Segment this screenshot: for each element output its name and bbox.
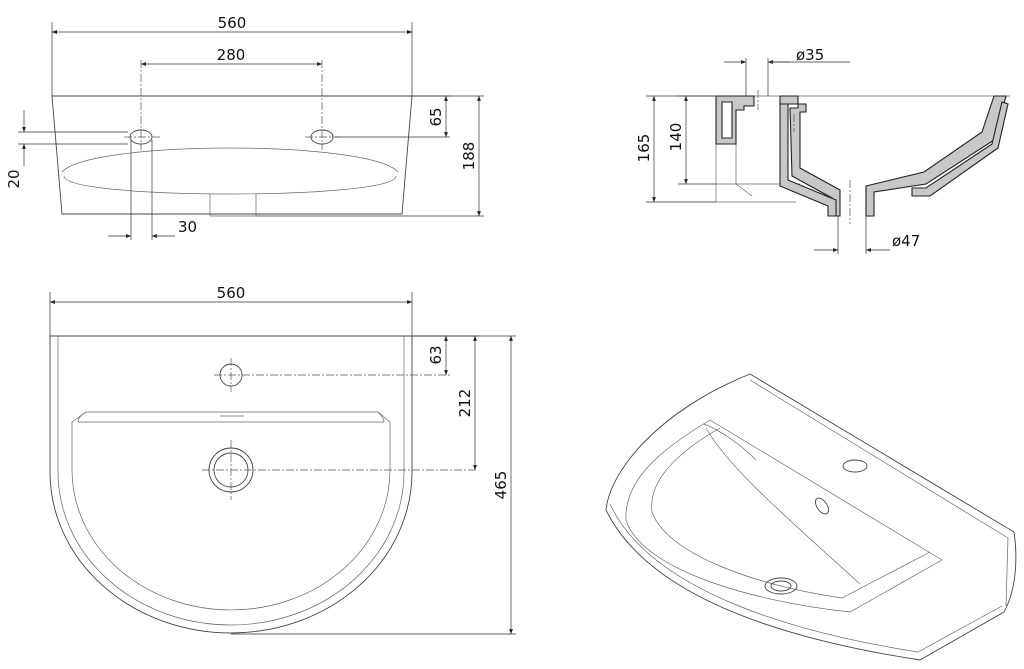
dim-section-inner-height-label: 140 <box>667 123 685 152</box>
section-cut-bowl <box>779 95 1009 217</box>
dim-hole-height-label: 20 <box>5 169 23 188</box>
top-tap-hole <box>214 358 452 392</box>
iso-outer-shell <box>605 373 1017 661</box>
front-hole-left <box>124 60 160 150</box>
isometric-view <box>605 373 1017 661</box>
dim-tap-hole-offset: 63 <box>412 335 450 375</box>
dim-top-width-label: 560 <box>217 284 246 302</box>
dim-hole-offset: 30 <box>108 140 197 240</box>
dim-rim-to-hole: 65 <box>335 95 450 138</box>
section-axes <box>757 90 851 224</box>
dim-top-depth: 465 <box>231 335 516 635</box>
dim-overflow-diameter: ø35 <box>724 46 850 96</box>
section-view: ø35 165 140 ø47 <box>635 46 1010 254</box>
iso-overflow <box>814 497 830 515</box>
front-hole-right <box>305 60 341 150</box>
iso-bowl <box>625 419 943 613</box>
dim-hole-spacing: 280 <box>141 46 322 66</box>
front-view: 560 280 65 188 20 <box>5 14 484 240</box>
top-view-outline <box>49 335 413 634</box>
dim-front-height-label: 188 <box>460 142 478 171</box>
dim-top-depth-label: 465 <box>492 471 510 500</box>
top-view: 560 63 212 465 <box>49 284 516 635</box>
dim-rim-to-hole-label: 65 <box>427 107 445 126</box>
dim-drain-offset-label: 212 <box>456 389 474 418</box>
front-view-outline <box>51 95 413 217</box>
dim-front-height: 188 <box>256 95 484 217</box>
dim-hole-height: 20 <box>5 110 128 189</box>
dim-drain-diameter-label: ø47 <box>892 232 920 250</box>
section-cut-left-wall <box>715 95 755 145</box>
dim-hole-offset-label: 30 <box>178 218 197 236</box>
iso-drain <box>764 577 798 595</box>
dim-front-width-label: 560 <box>218 14 247 32</box>
dim-top-width: 560 <box>49 284 413 336</box>
dim-section-inner-height: 140 <box>667 95 716 185</box>
dim-drain-diameter: ø47 <box>814 216 920 254</box>
dim-tap-hole-offset-label: 63 <box>427 345 445 364</box>
dim-section-outer-height-label: 165 <box>635 134 653 163</box>
dim-front-width: 560 <box>51 14 413 96</box>
dim-hole-spacing-label: 280 <box>217 46 246 64</box>
dim-overflow-diameter-label: ø35 <box>796 46 824 64</box>
top-drain-hole <box>202 440 476 500</box>
iso-tap-hole <box>842 459 868 473</box>
